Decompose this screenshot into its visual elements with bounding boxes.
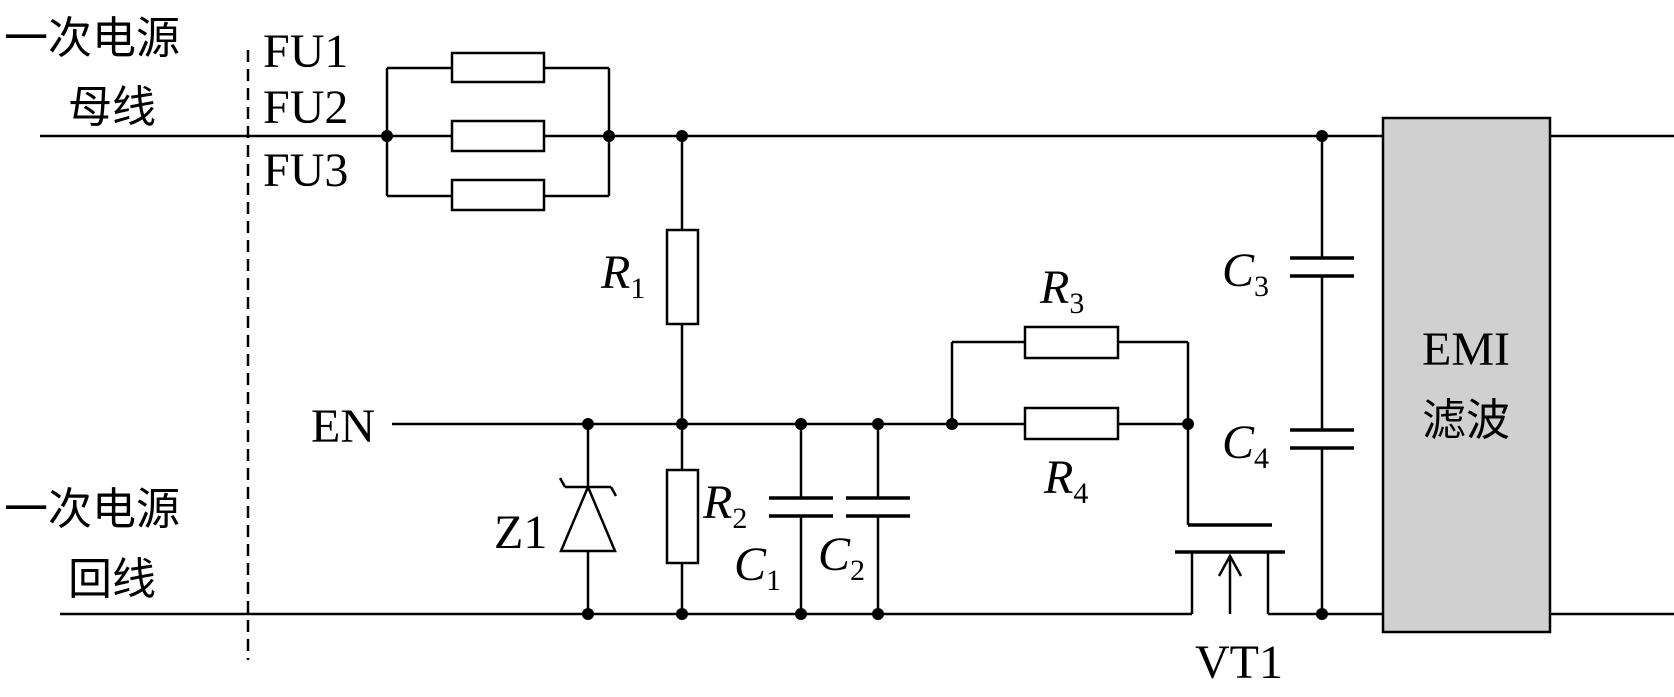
junction-dot — [1316, 608, 1328, 620]
c2-label: C2 — [818, 528, 865, 587]
r3-label: R3 — [1039, 261, 1084, 320]
r1-r2-branch — [665, 136, 700, 614]
r2-subscript: 2 — [732, 502, 747, 535]
junction-dot — [676, 418, 688, 430]
c2-subscript: 2 — [850, 554, 865, 587]
junction-dot — [1316, 130, 1328, 142]
r2-letter: R — [702, 476, 732, 529]
r2-label: R2 — [702, 476, 747, 535]
r4-label: R4 — [1043, 451, 1088, 510]
c4-label: C4 — [1222, 416, 1269, 475]
z1-label: Z1 — [494, 506, 547, 559]
fuse-fu1 — [450, 51, 546, 84]
junction-dot — [603, 130, 615, 142]
positive-bus-label-line2: 母线 — [68, 82, 156, 133]
junction-dot — [582, 418, 594, 430]
en-label: EN — [311, 400, 375, 453]
capacitor-c1 — [769, 424, 833, 614]
emi-filter-label-line2: 滤波 — [1422, 395, 1510, 446]
fuse-label-fu1: FU1 — [263, 25, 348, 78]
r1-letter: R — [600, 246, 630, 299]
fuse-fu3 — [450, 178, 546, 212]
r3-letter: R — [1039, 261, 1069, 314]
return-bus-label-line1: 一次电源 — [4, 484, 180, 535]
r3-r4-parallel — [950, 325, 1190, 441]
c3-subscript: 3 — [1254, 270, 1269, 303]
c1-subscript: 1 — [766, 564, 781, 597]
c2-letter: C — [818, 528, 851, 581]
c4-subscript: 4 — [1254, 442, 1269, 475]
zener-z1 — [558, 424, 618, 614]
c1-letter: C — [734, 538, 767, 591]
junction-dot — [676, 130, 688, 142]
junction-dot — [1182, 418, 1194, 430]
r3-subscript: 3 — [1069, 287, 1084, 320]
vt1-label: VT1 — [1195, 636, 1283, 689]
emi-filter-box — [1381, 116, 1552, 634]
r4-letter: R — [1043, 451, 1073, 504]
c1-label: C1 — [734, 538, 781, 597]
junction-dot — [582, 608, 594, 620]
c3-c4-branch — [1290, 136, 1354, 614]
junction-dot — [676, 608, 688, 620]
r4-subscript: 4 — [1073, 477, 1088, 510]
junction-dot — [872, 608, 884, 620]
capacitor-c2 — [846, 424, 910, 614]
junction-dot — [872, 418, 884, 430]
junction-dot — [946, 418, 958, 430]
emi-filter-label-line1: EMI — [1422, 323, 1510, 376]
fuse-label-fu3: FU3 — [263, 144, 348, 197]
r1-label: R1 — [600, 246, 645, 305]
resistor-r1 — [665, 228, 700, 326]
c3-label: C3 — [1222, 244, 1269, 303]
positive-bus-label-line1: 一次电源 — [4, 13, 180, 64]
c4-letter: C — [1222, 416, 1255, 469]
fuse-group — [385, 51, 611, 212]
resistor-r2 — [665, 468, 700, 565]
junction-dots — [381, 130, 1328, 620]
return-bus-label-line2: 回线 — [68, 554, 156, 605]
junction-dot — [795, 418, 807, 430]
c3-letter: C — [1222, 244, 1255, 297]
fuse-label-fu2: FU2 — [263, 81, 348, 134]
resistor-r4 — [1023, 406, 1120, 441]
junction-dot — [381, 130, 393, 142]
fuse-fu2 — [450, 119, 546, 153]
resistor-r3 — [1023, 325, 1120, 360]
junction-dot — [795, 608, 807, 620]
transistor-vt1 — [1175, 424, 1285, 614]
r1-subscript: 1 — [630, 272, 645, 305]
